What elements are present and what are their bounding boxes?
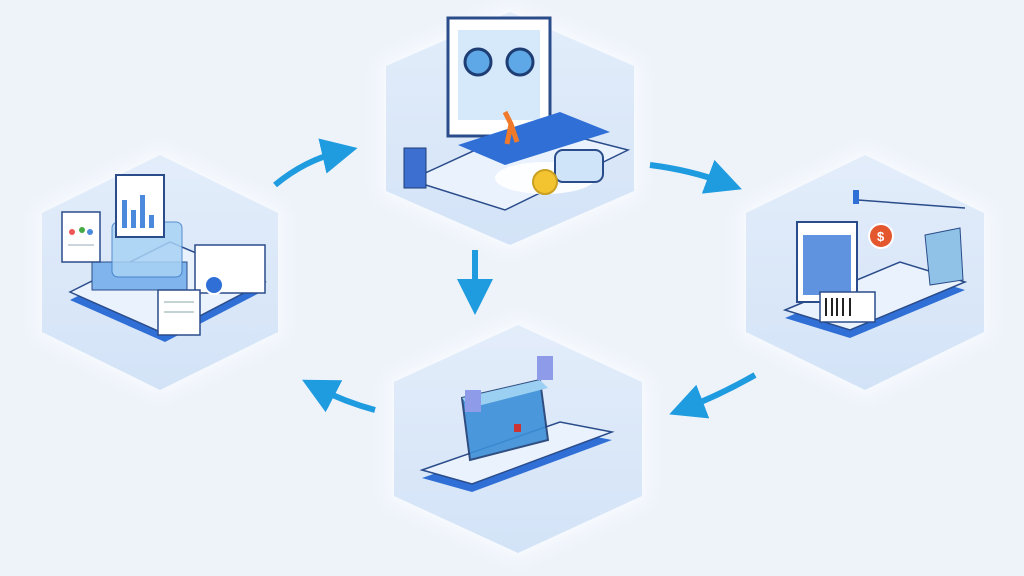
monitor-with-charts-icon	[61, 174, 267, 342]
dollar-badge: $	[877, 229, 885, 244]
document-with-payment-icon: $	[782, 190, 968, 338]
hexagon-billing	[740, 148, 990, 397]
arrow-billing-to-package	[669, 372, 757, 419]
arrow-package-to-design	[302, 379, 376, 413]
arrow-design-to-develop	[273, 138, 358, 188]
arrow-develop-to-billing	[649, 159, 742, 194]
box-platform-icon	[419, 356, 615, 492]
computer-with-person-icon	[403, 16, 631, 211]
